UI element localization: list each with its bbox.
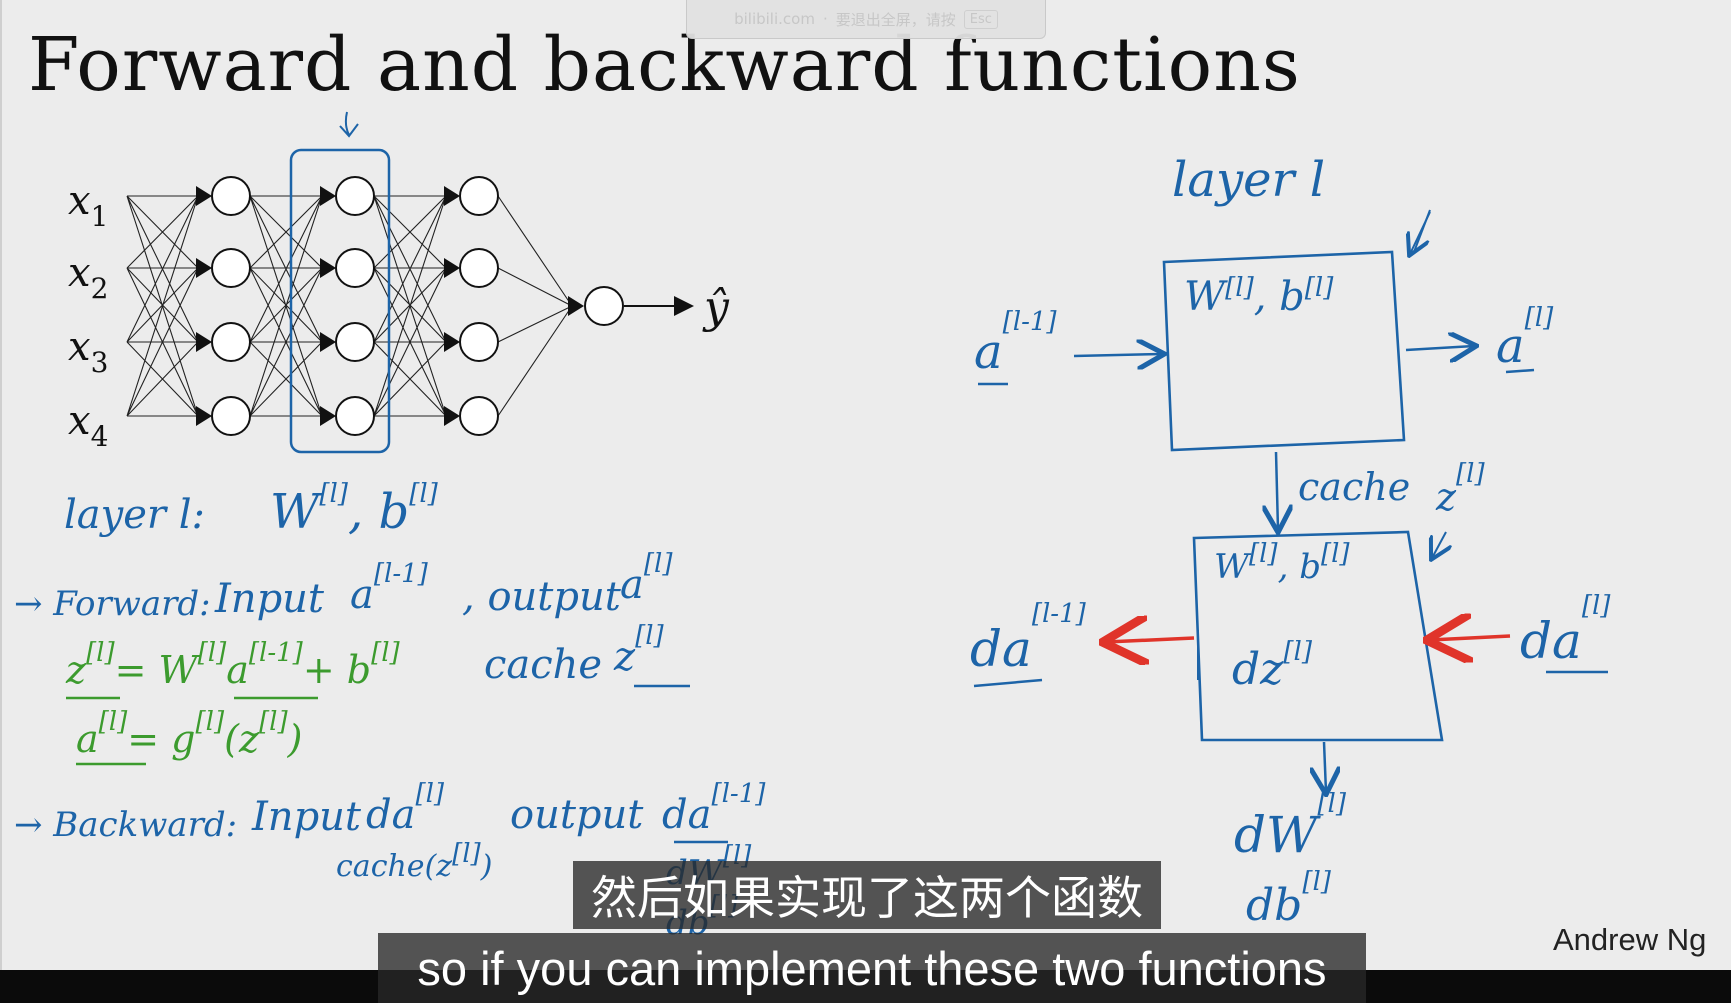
subtitle-chinese: 然后如果实现了这两个函数: [573, 861, 1161, 929]
output-yhat: ŷ: [702, 282, 730, 333]
svg-text:a[l-1]: a[l-1]: [350, 559, 429, 618]
svg-text:da[l]: da[l]: [1520, 591, 1611, 670]
slide-author: Andrew Ng: [1553, 922, 1707, 957]
node: [211, 176, 251, 216]
svg-text:W[l], b[l]: W[l], b[l]: [1214, 539, 1350, 587]
diagram-layer-label: layer l: [1172, 152, 1325, 208]
whiteboard-drawing: ŷ x1 x2 x3 x4 layer l: W[l], b[l] → Forw…: [14, 111, 1611, 943]
svg-text:z[l]: z[l]: [613, 621, 665, 680]
svg-text:db[l]: db[l]: [1246, 867, 1332, 931]
svg-text:dz[l]: dz[l]: [1232, 637, 1313, 695]
svg-text:a[l]= g[l](z[l]): a[l]= g[l](z[l]): [76, 707, 302, 761]
neural-network: ŷ x1 x2 x3 x4: [68, 111, 730, 454]
input-labels: x1 x2 x3 x4: [68, 178, 108, 453]
svg-text:W[l], b[l]: W[l], b[l]: [270, 479, 439, 540]
svg-text:z[l]= W[l]a[l-1]+ b[l]: z[l]= W[l]a[l-1]+ b[l]: [65, 638, 401, 692]
node: [335, 396, 375, 436]
svg-text:x3: x3: [68, 324, 108, 379]
forward-label: → Forward:: [14, 584, 211, 624]
node: [459, 176, 499, 216]
svg-text:output: output: [510, 792, 644, 838]
layer-block-diagram: layer l W[l], b[l] a[l-1] a[l] cache z[l…: [970, 152, 1611, 931]
svg-text:cache: cache: [1298, 465, 1410, 509]
node: [211, 396, 251, 436]
slide-title: Forward and backward functions: [28, 22, 1301, 108]
highlighted-layer-box: [289, 148, 391, 454]
node: [459, 248, 499, 288]
backward-label: → Backward:: [14, 805, 237, 845]
node: [584, 286, 624, 326]
svg-text:cache: cache: [484, 642, 602, 688]
svg-text:x1: x1: [68, 178, 108, 233]
svg-text:a[l-1]: a[l-1]: [974, 307, 1057, 380]
node: [335, 176, 375, 216]
svg-text:dW[l]: dW[l]: [1234, 789, 1347, 864]
svg-text:da[l-1]: da[l-1]: [662, 779, 766, 838]
fullscreen-exit-toast: bilibili.com · 要退出全屏，请按 Esc: [686, 0, 1046, 39]
svg-text:x4: x4: [68, 398, 108, 453]
node: [459, 322, 499, 362]
node-input-fans: [196, 186, 584, 426]
svg-text:a[l]: a[l]: [620, 549, 673, 608]
backward-block: [1192, 530, 1444, 742]
esc-key-badge: Esc: [963, 9, 998, 29]
svg-text:, output: , output: [462, 574, 622, 620]
lecture-slide: Forward and backward functions: [0, 0, 1707, 970]
red-arrow-out: [1106, 638, 1195, 642]
svg-text:cache(z[l]): cache(z[l]): [336, 839, 492, 884]
subtitle-english: so if you can implement these two functi…: [378, 933, 1366, 1003]
svg-text:Input: Input: [214, 576, 325, 622]
notes-layer-heading: layer l:: [64, 492, 205, 538]
svg-text:da[l]: da[l]: [366, 779, 445, 838]
node: [335, 322, 375, 362]
network-nodes: [211, 176, 624, 436]
svg-text:x2: x2: [68, 250, 108, 305]
svg-text:z[l]: z[l]: [1435, 459, 1485, 519]
node: [211, 248, 251, 288]
svg-text:W[l], b[l]: W[l], b[l]: [1184, 273, 1334, 320]
forward-block: [1162, 250, 1406, 452]
svg-text:da[l-1]: da[l-1]: [970, 599, 1087, 678]
node: [211, 322, 251, 362]
svg-text:a[l]: a[l]: [1496, 303, 1554, 374]
toast-message: 要退出全屏，请按: [835, 10, 956, 29]
node: [335, 248, 375, 288]
toast-site: bilibili.com: [734, 10, 815, 28]
svg-text:Input: Input: [251, 794, 362, 840]
node: [459, 396, 499, 436]
layer-pointer-arrow: [339, 111, 359, 138]
red-arrow-in: [1430, 636, 1511, 640]
toast-separator: ·: [822, 10, 828, 28]
network-edges: [126, 195, 573, 417]
